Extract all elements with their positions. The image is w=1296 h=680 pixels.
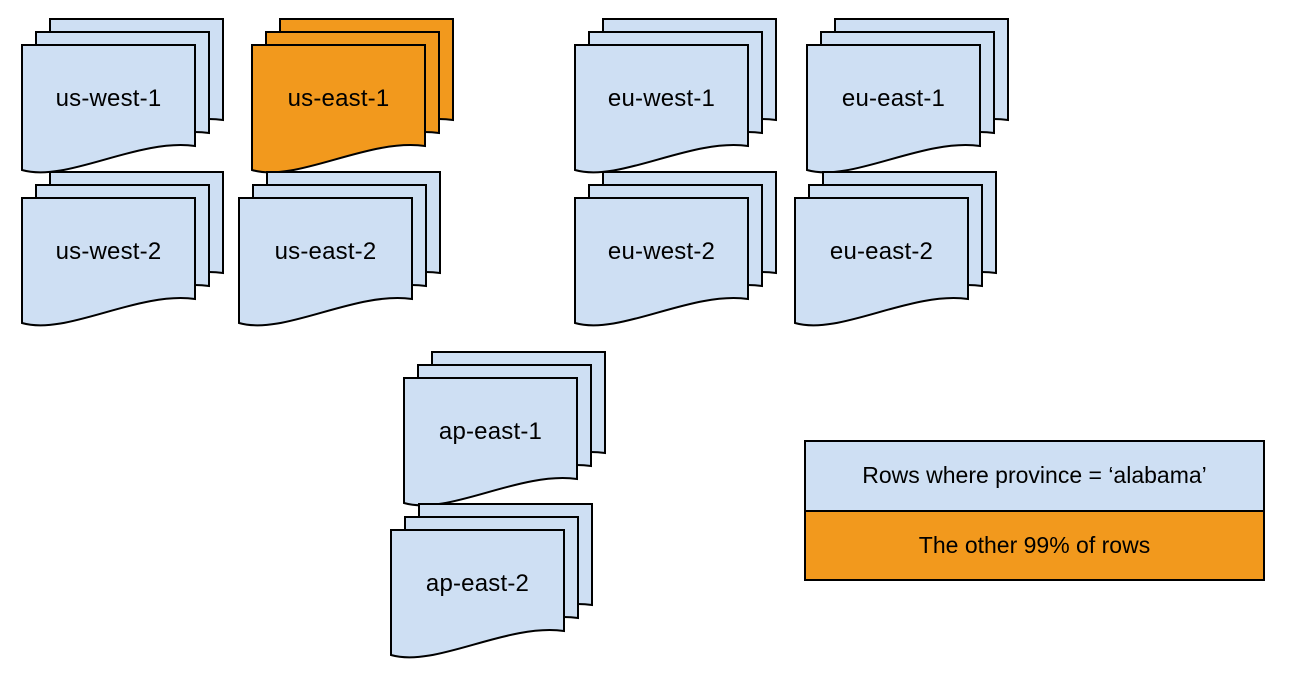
legend-row-province-rows: Rows where province = ‘alabama’: [806, 442, 1263, 510]
front-sheet: [574, 44, 749, 174]
stacked-documents-shape: [794, 171, 997, 327]
front-sheet: [238, 197, 413, 327]
document-stack-us-west-2: us-west-2: [20, 170, 227, 327]
stacked-documents-shape: [21, 18, 224, 174]
stacked-documents-shape: [390, 503, 593, 659]
stacked-documents-shape: [238, 171, 441, 327]
document-stack-us-west-1: us-west-1: [20, 17, 227, 174]
stacked-documents-shape: [403, 351, 606, 507]
document-stack-eu-east-1: eu-east-1: [805, 17, 1012, 174]
document-stack-eu-west-1: eu-west-1: [573, 17, 780, 174]
front-sheet: [574, 197, 749, 327]
legend-label-other-rows: The other 99% of rows: [918, 531, 1151, 558]
legend: Rows where province = ‘alabama’ The othe…: [804, 440, 1265, 581]
front-sheet: [21, 197, 196, 327]
front-sheet: [403, 377, 578, 507]
document-stack-us-east-1: us-east-1: [250, 17, 457, 174]
document-stack-ap-east-1: ap-east-1: [402, 350, 609, 507]
front-sheet: [390, 529, 565, 659]
document-stack-eu-west-2: eu-west-2: [573, 170, 780, 327]
front-sheet: [251, 44, 426, 174]
front-sheet: [806, 44, 981, 174]
stacked-documents-shape: [21, 171, 224, 327]
document-stack-us-east-2: us-east-2: [237, 170, 444, 327]
document-stack-eu-east-2: eu-east-2: [793, 170, 1000, 327]
stacked-documents-shape: [574, 18, 777, 174]
legend-label-province-rows: Rows where province = ‘alabama’: [862, 462, 1207, 489]
front-sheet: [21, 44, 196, 174]
stacked-documents-shape: [806, 18, 1009, 174]
document-stack-ap-east-2: ap-east-2: [389, 502, 596, 659]
front-sheet: [794, 197, 969, 327]
legend-row-other-rows: The other 99% of rows: [806, 509, 1263, 579]
stacked-documents-shape: [251, 18, 454, 174]
stacked-documents-shape: [574, 171, 777, 327]
